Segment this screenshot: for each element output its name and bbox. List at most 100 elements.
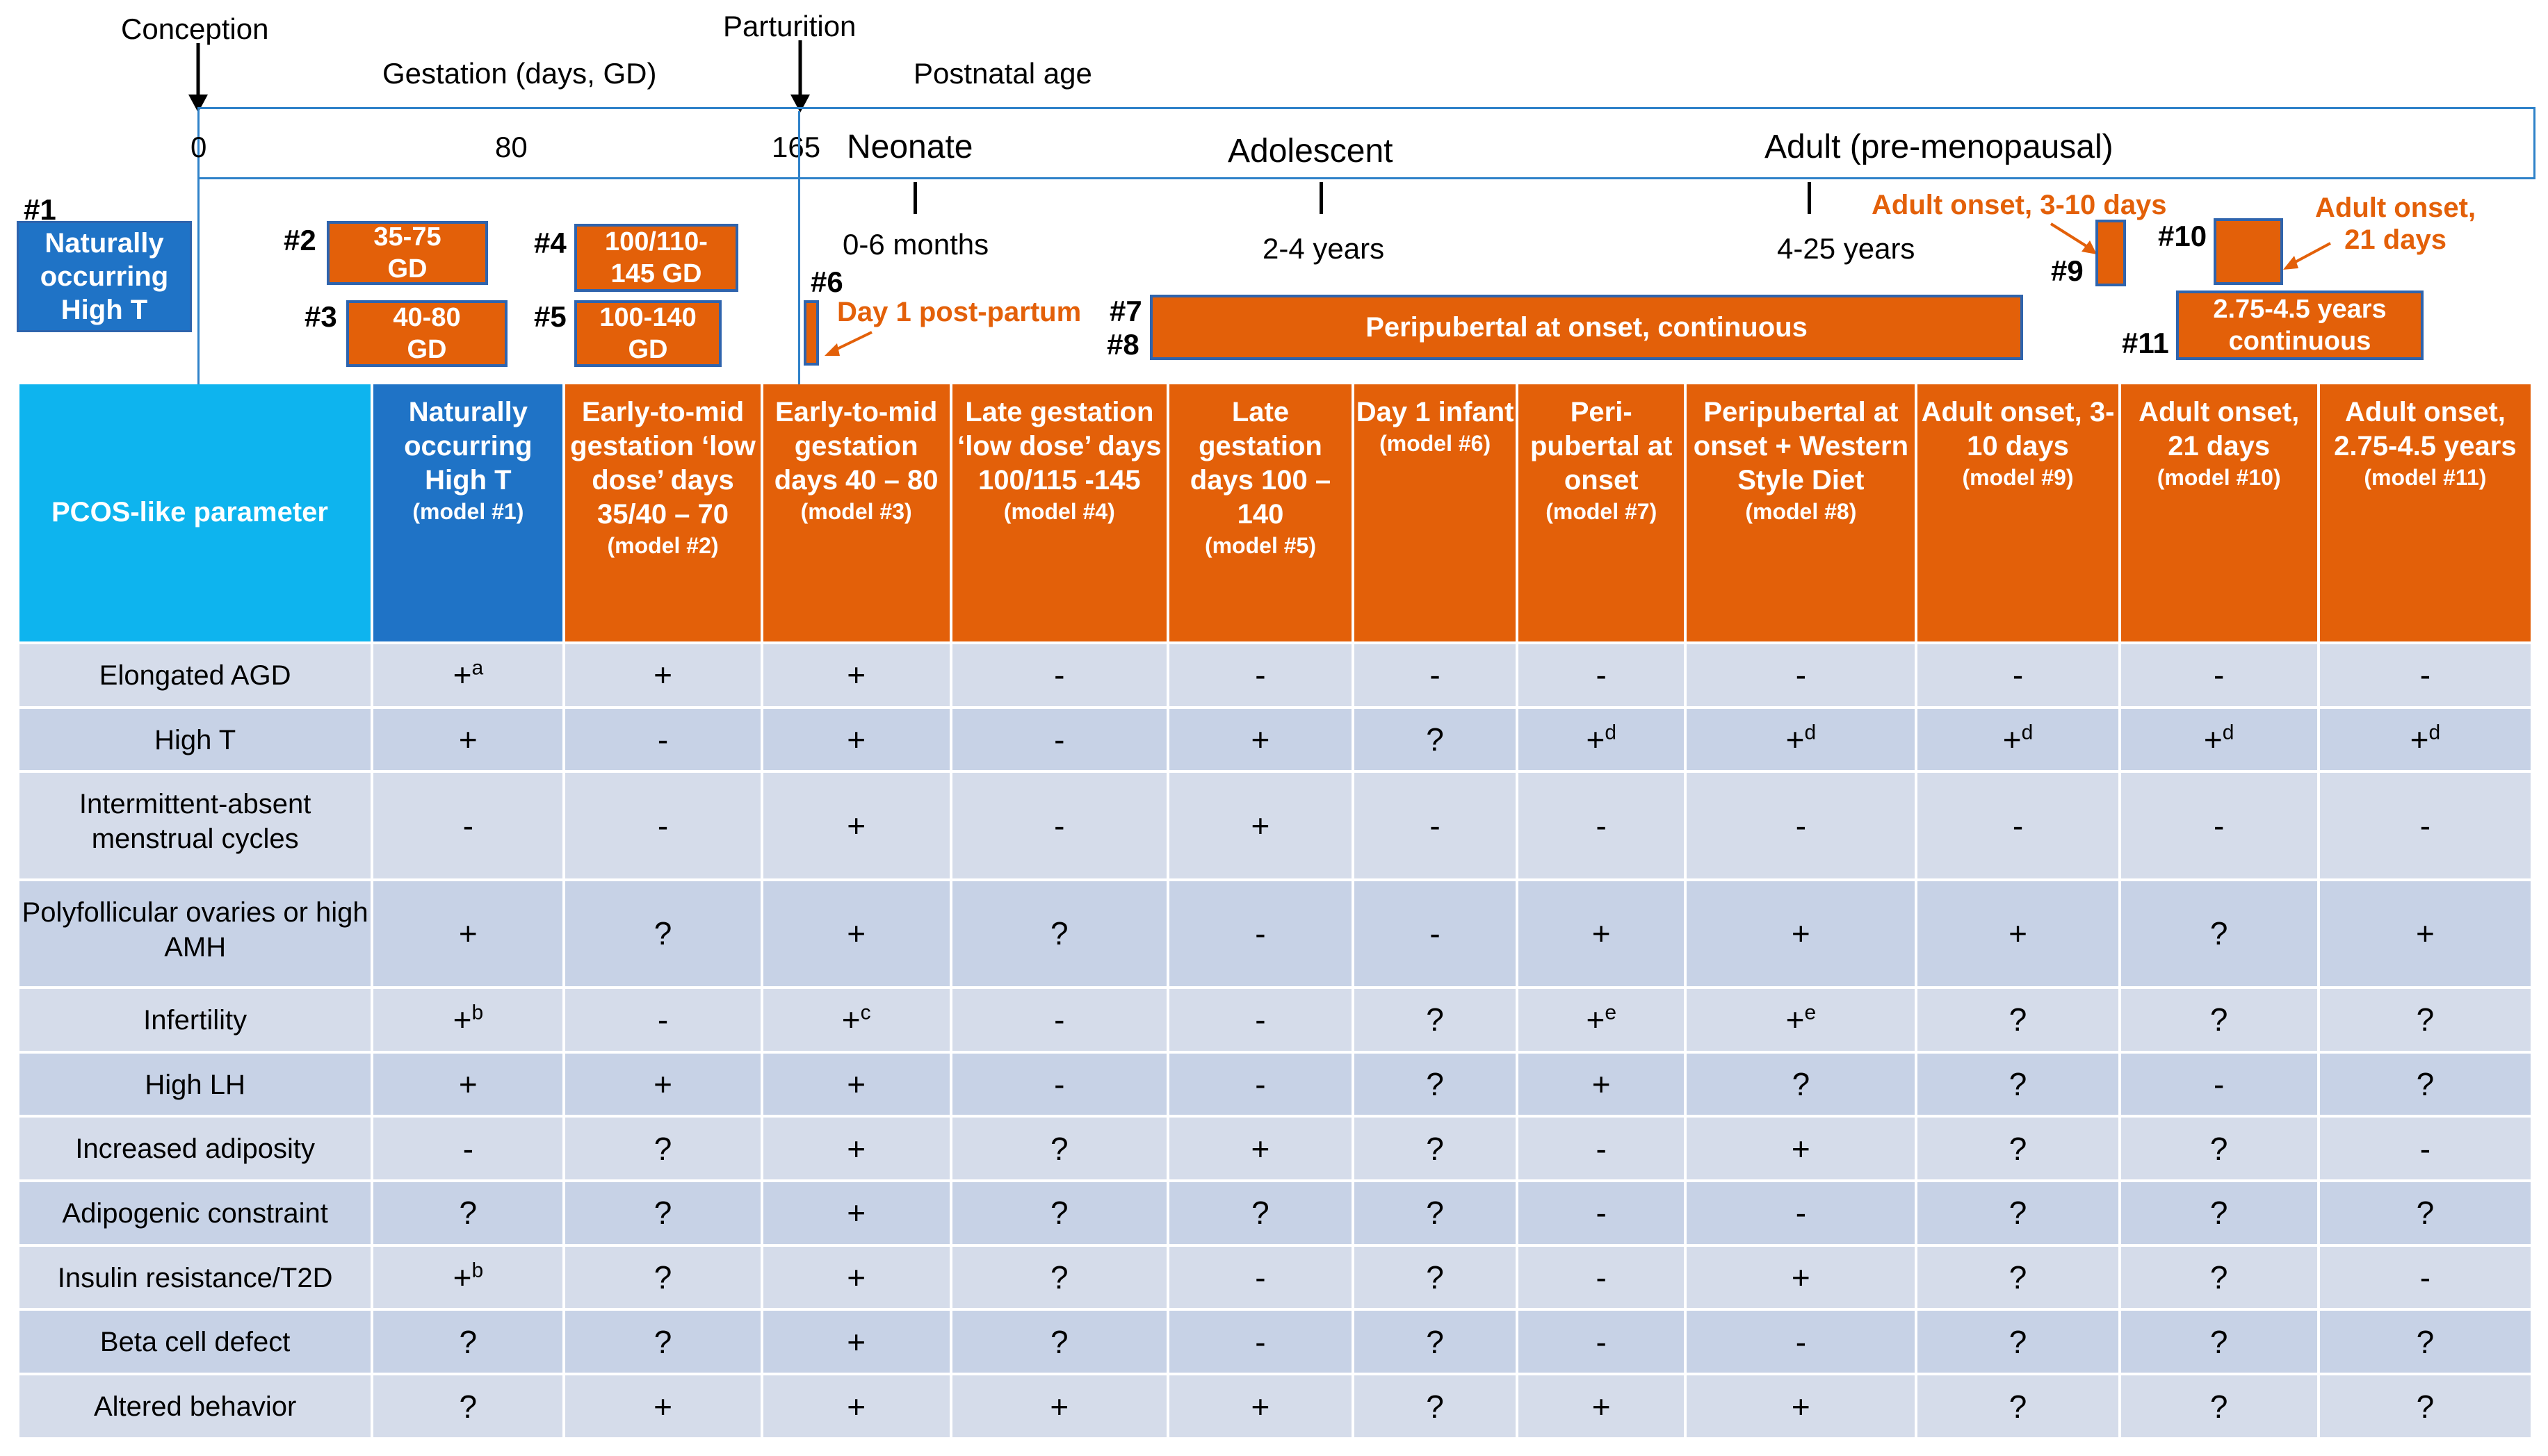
cell-value: + — [1791, 1130, 1810, 1167]
pcos-parameter-table: PCOS-like parameter Naturally occurring … — [17, 382, 2533, 1440]
model-10-box — [2214, 218, 2283, 285]
cell-value: + — [847, 657, 866, 694]
model-1-box: Naturally occurring High T — [17, 221, 192, 332]
cell-value: ? — [2209, 1195, 2228, 1232]
parameter-label: Insulin resistance/T2D — [19, 1246, 371, 1309]
table-cell: ? — [1354, 1118, 1516, 1179]
cell-value: ? — [2209, 1388, 2228, 1425]
column-model-tag: (model #6) — [1379, 431, 1491, 456]
cell-value: ? — [1050, 1323, 1069, 1360]
table-cell: - — [952, 708, 1167, 771]
table-cell: ? — [1917, 1182, 2118, 1244]
model-10-number: #10 — [2158, 220, 2207, 252]
cell-value: + — [458, 721, 478, 758]
gestation-label: Gestation (days, GD) — [382, 57, 657, 90]
table-cell: ? — [1354, 708, 1516, 771]
cell-value: - — [1596, 1130, 1607, 1167]
cell-value: + — [1785, 721, 1805, 758]
cell-value: + — [2009, 915, 2027, 952]
table-cell: ? — [1917, 1053, 2118, 1115]
cell-value: - — [1596, 1323, 1607, 1360]
table-cell: ? — [2319, 988, 2531, 1051]
column-model-tag: (model #2) — [607, 533, 719, 558]
cell-footnote: b — [471, 1001, 484, 1024]
model-11-box: 2.75-4.5 years continuous — [2176, 291, 2424, 360]
table-cell: + — [1687, 1118, 1915, 1179]
model-5-label: 100-140 GD — [599, 303, 697, 364]
cell-value: + — [1251, 808, 1270, 844]
parameter-label: Intermittent-absent menstrual cycles — [19, 773, 371, 878]
cell-footnote: b — [471, 1259, 484, 1282]
table-cell: ? — [1169, 1182, 1352, 1244]
table-cell: - — [1518, 644, 1685, 706]
table-cell: - — [1169, 881, 1352, 986]
table-cell: + — [1169, 1375, 1352, 1437]
column-model-tag: (model #3) — [800, 499, 912, 524]
table-cell: - — [1518, 773, 1685, 878]
table-cell: ? — [373, 1375, 563, 1437]
cell-value: ? — [2009, 1130, 2027, 1167]
table-cell: +d — [1687, 708, 1915, 771]
table-cell: + — [763, 644, 950, 706]
table-cell: - — [1687, 644, 1915, 706]
cell-value: ? — [654, 1130, 672, 1167]
age-neonate: 0-6 months — [843, 228, 989, 261]
cell-value: + — [1050, 1388, 1069, 1425]
cell-value: ? — [1050, 915, 1069, 952]
model-2-box: 35-75 GD — [327, 221, 488, 285]
cell-value: - — [1255, 1065, 1266, 1102]
table-cell: +c — [763, 988, 950, 1051]
cell-value: - — [1054, 1001, 1065, 1038]
table-cell: ? — [2120, 1375, 2317, 1437]
column-model-tag: (model #8) — [1745, 499, 1857, 524]
cell-value: + — [654, 657, 672, 694]
cell-value: ? — [1792, 1065, 1810, 1102]
model-5-box: 100-140 GD — [574, 300, 722, 367]
cell-value: - — [1054, 808, 1065, 844]
column-title: Peri-pubertal at onset — [1529, 397, 1673, 496]
column-header-model-5: Late gestation days 100 – 140(model #5) — [1169, 384, 1352, 641]
cell-value: + — [1791, 1388, 1810, 1425]
cell-value: - — [1255, 657, 1266, 694]
cell-value: + — [1586, 1001, 1605, 1038]
column-header-model-8: Peripubertal at onset + Western Style Di… — [1687, 384, 1915, 641]
table-cell: + — [1169, 708, 1352, 771]
table-cell: ? — [2120, 881, 2317, 986]
cell-value: - — [2214, 808, 2225, 844]
cell-value: - — [1596, 657, 1607, 694]
cell-value: ? — [2209, 915, 2228, 952]
parameter-label: Adipogenic constraint — [19, 1182, 371, 1244]
cell-value: ? — [2009, 1323, 2027, 1360]
cell-value: ? — [1426, 721, 1444, 758]
conception-label: Conception — [121, 13, 269, 45]
model-5-number: #5 — [534, 300, 567, 333]
table-cell: - — [2319, 773, 2531, 878]
table-cell: ? — [1354, 1246, 1516, 1309]
cell-footnote: e — [1804, 1001, 1817, 1024]
parameter-label: Infertility — [19, 988, 371, 1051]
cell-value: ? — [1426, 1259, 1444, 1296]
table-cell: +b — [373, 1246, 563, 1309]
model-6-number: #6 — [811, 265, 843, 298]
table-row: Altered behavior?++++?++??? — [19, 1375, 2531, 1437]
cell-value: - — [2012, 808, 2024, 844]
table-cell: + — [952, 1375, 1167, 1437]
table-cell: ? — [565, 1311, 761, 1373]
table-cell: ? — [1354, 1053, 1516, 1115]
model-8-number: #8 — [1107, 328, 1139, 361]
cell-footnote: c — [860, 1001, 871, 1024]
cell-value: + — [458, 915, 478, 952]
cell-footnote: d — [1804, 721, 1817, 744]
cell-value: - — [1255, 915, 1266, 952]
table-cell: ? — [952, 1182, 1167, 1244]
column-header-model-4: Late gestation ‘low dose’ days 100/115 -… — [952, 384, 1167, 641]
table-cell: - — [565, 773, 761, 878]
stage-neonate: Neonate — [847, 129, 973, 165]
column-header-model-10: Adult onset, 21 days(model #10) — [2120, 384, 2317, 641]
cell-value: - — [2419, 1259, 2431, 1296]
table-cell: + — [1518, 1375, 1685, 1437]
column-model-tag: (model #5) — [1204, 533, 1316, 558]
table-cell: - — [1518, 1118, 1685, 1179]
cell-value: - — [2214, 657, 2225, 694]
cell-value: ? — [654, 1323, 672, 1360]
